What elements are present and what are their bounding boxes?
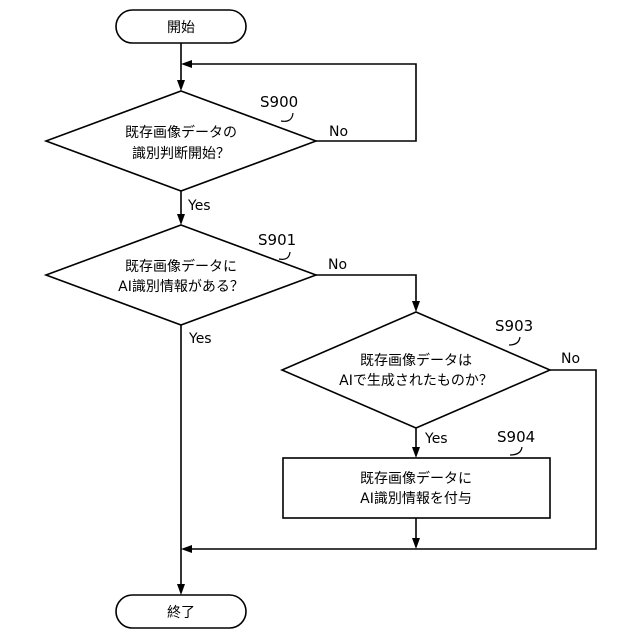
s900-text-line1: 既存画像データの <box>125 124 237 141</box>
s900-leader-line <box>281 113 293 121</box>
s904-text-line2: AI識別情報を付与 <box>360 491 472 507</box>
s900-no-label: No <box>329 124 348 140</box>
s901-step-label: S901 <box>258 231 296 249</box>
s903-step-label: S903 <box>495 317 533 335</box>
s900-text-line2: 識別判断開始？ <box>132 146 230 162</box>
s903-text-line1: 既存画像データは <box>360 352 472 369</box>
s904-leader-line <box>510 447 522 455</box>
s900-step-label: S900 <box>260 93 298 111</box>
s901-no-label: No <box>328 257 347 273</box>
s900-yes-label: Yes <box>187 198 211 214</box>
connector-s901-no <box>316 275 416 307</box>
arrowhead-s903-yes <box>412 447 420 458</box>
s901-yes-label: Yes <box>188 331 212 347</box>
s904-step-label: S904 <box>497 428 535 446</box>
arrowhead-s904-merge <box>412 538 420 549</box>
arrowhead-start-to-s900 <box>177 80 185 91</box>
s903-no-label: No <box>561 351 580 367</box>
s901-leader-line <box>279 252 290 259</box>
s903-leader-line <box>509 337 520 345</box>
arrowhead-s901-no <box>412 301 420 312</box>
process-s904 <box>283 458 550 518</box>
s901-text-line2: AI識別情報がある？ <box>118 279 244 295</box>
s903-text-line2: AIで生成されたものか？ <box>339 373 493 389</box>
arrowhead-s900-yes <box>177 214 185 225</box>
s903-yes-label: Yes <box>424 431 448 447</box>
arrowhead-to-end <box>177 584 185 595</box>
start-label: 開始 <box>167 20 195 36</box>
end-label: 終了 <box>167 605 195 621</box>
s901-text-line1: 既存画像データに <box>125 258 237 275</box>
arrowhead-s900-no-loop <box>181 60 192 68</box>
arrowhead-s903-no-merge <box>181 545 192 553</box>
s904-text-line1: 既存画像データに <box>360 470 472 487</box>
